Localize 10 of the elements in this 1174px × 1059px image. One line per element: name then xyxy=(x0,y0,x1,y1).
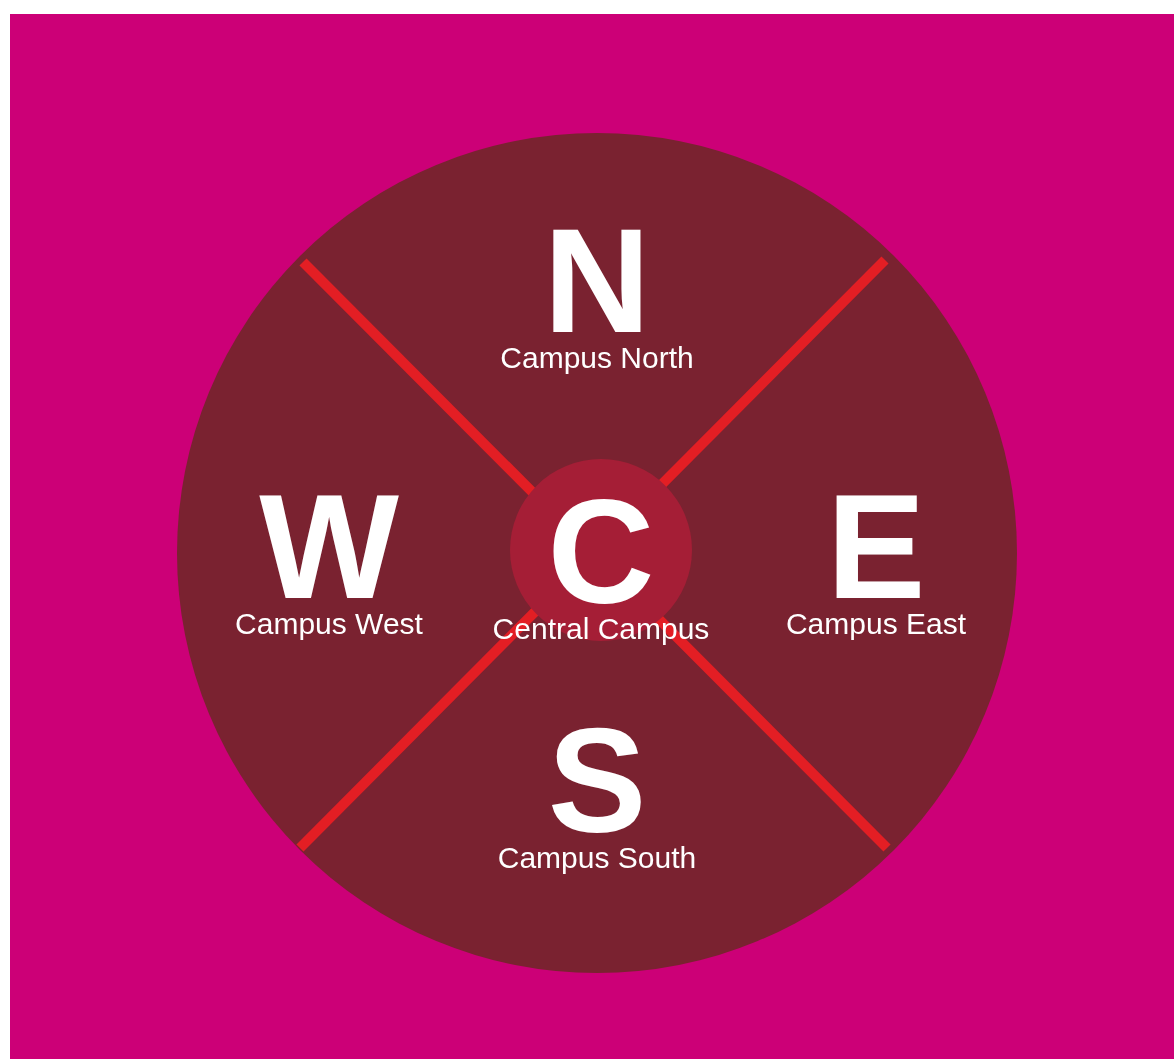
compass-letter: C xyxy=(547,493,655,611)
campus-label: Campus East xyxy=(785,606,967,642)
compass-letter: E xyxy=(826,488,926,606)
campus-label: Campus North xyxy=(500,340,694,376)
campus-label: Central Campus xyxy=(492,611,710,647)
compass-letter: S xyxy=(547,722,647,840)
compass-letter: W xyxy=(259,488,399,606)
compass-letter: N xyxy=(543,222,651,340)
campus-label: Campus South xyxy=(497,840,697,876)
campus-label: Campus West xyxy=(235,606,423,642)
